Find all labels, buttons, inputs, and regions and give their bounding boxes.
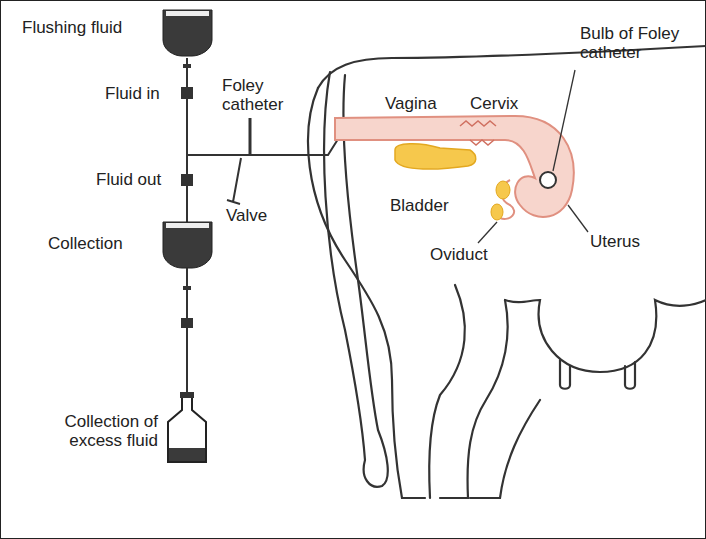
part-label: Collection of excess fluid <box>30 412 158 450</box>
part-label: Cervix <box>470 94 518 113</box>
part-label: Collection <box>48 234 123 253</box>
tubing <box>187 58 548 395</box>
part-label: Foley catheter <box>222 76 294 114</box>
clamps <box>181 64 193 328</box>
part-label: Bulb of Foley catheter <box>580 24 700 62</box>
part-label: Fluid out <box>96 170 161 189</box>
part-label: Bladder <box>390 196 449 215</box>
part-label: Fluid in <box>105 84 160 103</box>
reproductive-tract <box>335 116 574 220</box>
part-label: Oviduct <box>430 245 488 264</box>
part-label: Uterus <box>590 232 640 251</box>
part-label: Flushing fluid <box>22 18 122 37</box>
part-label: Valve <box>226 206 267 225</box>
fluid-bags <box>163 10 212 462</box>
part-label: Vagina <box>385 94 437 113</box>
cow-outline <box>308 46 706 498</box>
